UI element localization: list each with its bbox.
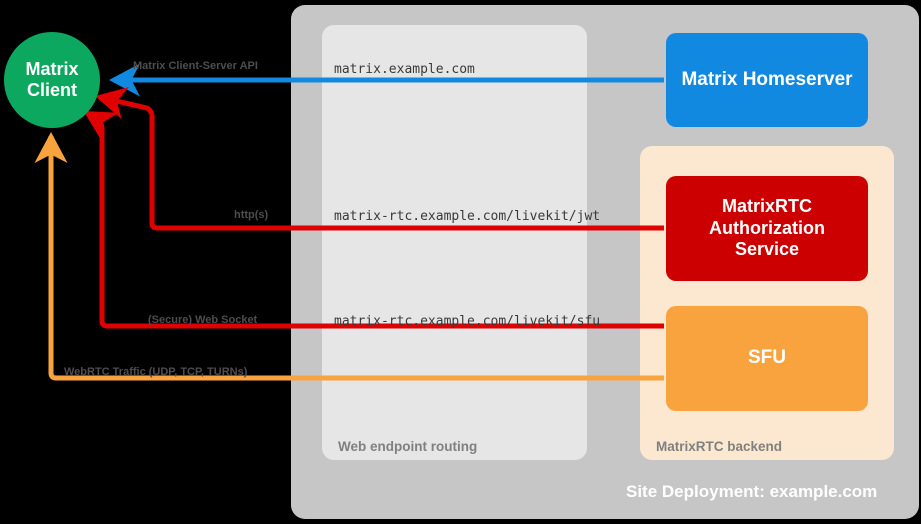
- edge-label-secure-web-socket: (Secure) Web Socket: [148, 314, 258, 326]
- node-matrix-client-line2: Client: [26, 80, 77, 100]
- node-sfu[interactable]: SFU: [666, 306, 868, 411]
- node-auth-line2: Authorization: [709, 217, 825, 238]
- node-matrix-homeserver[interactable]: Matrix Homeserver: [666, 33, 868, 127]
- edge-secure-web-socket: [83, 110, 664, 329]
- node-sfu-label: SFU: [748, 347, 786, 369]
- url-label-livekit-jwt: matrix-rtc.example.com/livekit/jwt: [334, 209, 601, 224]
- caption-web-endpoint-routing: Web endpoint routing: [338, 439, 478, 454]
- edge-label-matrix-client-server-api: Matrix Client-Server API: [133, 60, 258, 72]
- node-matrix-client[interactable]: Matrix Client: [4, 32, 100, 128]
- node-matrix-homeserver-label: Matrix Homeserver: [681, 68, 853, 90]
- node-auth-line1: MatrixRTC: [721, 196, 812, 217]
- edge-label-webrtc-traffic: WebRTC Traffic (UDP, TCP, TURNs): [64, 366, 248, 378]
- url-label-matrix-example-com: matrix.example.com: [334, 62, 475, 77]
- edge-label-https: http(s): [234, 209, 269, 221]
- caption-matrixrtc-backend: MatrixRTC backend: [656, 439, 783, 454]
- node-matrixrtc-authorization-service[interactable]: MatrixRTC Authorization Service: [666, 176, 868, 281]
- edge-webrtc-traffic: [34, 131, 664, 381]
- url-label-livekit-sfu: matrix-rtc.example.com/livekit/sfu: [334, 314, 601, 329]
- container-web-endpoint-routing: [322, 25, 587, 460]
- caption-site-deployment: Site Deployment: example.com: [626, 482, 878, 501]
- node-auth-line3: Service: [734, 239, 800, 260]
- edge-https-jwt: [95, 86, 664, 231]
- node-matrix-client-line1: Matrix: [25, 58, 79, 79]
